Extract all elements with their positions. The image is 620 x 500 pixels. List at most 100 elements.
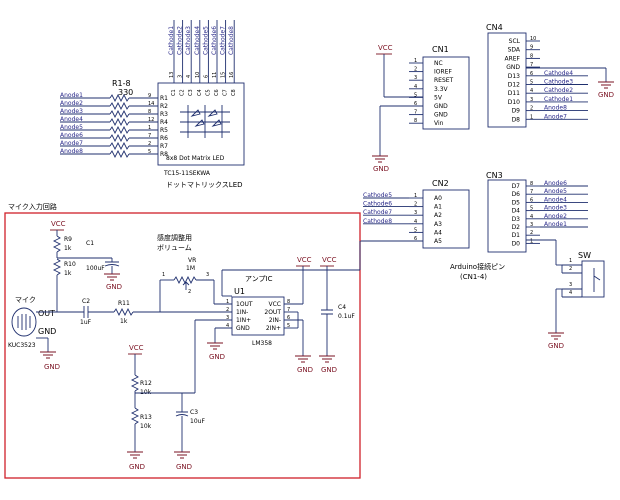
matrix-pin-number: 4: [186, 75, 192, 78]
anode-net-label: Anode1: [60, 92, 83, 99]
cn1-pin-label: Vin: [434, 120, 444, 127]
cn4-net-label: Cathode2: [544, 87, 573, 94]
r10-resistor: [52, 258, 62, 276]
svg-text:GND: GND: [176, 463, 192, 471]
cn2-pin-label: A4: [434, 229, 442, 236]
cathode-columns: Cathode113C1Cathode23C2Cathode34C3Cathod…: [168, 20, 237, 96]
resistor-symbol: [109, 149, 130, 159]
cn4-pin-label: D10: [508, 99, 520, 106]
u1-right-pin-label: VCC: [269, 301, 281, 308]
svg-text:10k: 10k: [140, 389, 152, 396]
svg-text:GND: GND: [209, 353, 225, 361]
cn1-pin-label: IOREF: [434, 69, 452, 76]
cn1-pin-number: 2: [414, 67, 417, 73]
svg-text:VCC: VCC: [322, 256, 337, 264]
resistor-array-label: R1-8: [112, 79, 131, 88]
cn1-pin-number: 6: [414, 101, 417, 107]
u1-name: U1: [234, 287, 245, 296]
mic-label: マイク: [15, 296, 36, 304]
cathode-net-label: Cathode2: [177, 26, 184, 55]
cn3-pin-label: D1: [512, 232, 521, 239]
resistor-symbol: [109, 133, 130, 143]
cn2-pin-label: A0: [434, 195, 442, 202]
cn2-net-label: Cathode5: [363, 192, 392, 199]
cn2-pin-number: 4: [414, 219, 417, 225]
svg-text:GND: GND: [106, 283, 122, 291]
u1-right-pin-label: 2IN-: [269, 317, 281, 324]
cn3-pin-label: D2: [512, 224, 521, 231]
matrix-row-label: R6: [160, 135, 168, 142]
cn3-pin-number: 5: [530, 206, 533, 212]
anode-net-label: Anode8: [60, 148, 83, 155]
resistor-symbol: [109, 93, 130, 103]
svg-text:1k: 1k: [120, 318, 128, 325]
svg-text:0.1uF: 0.1uF: [338, 313, 355, 320]
matrix-pin-number: 12: [148, 117, 154, 123]
cn4-pin-number: 10: [530, 36, 536, 42]
svg-text:1uF: 1uF: [80, 319, 92, 326]
microphone-icon: [11, 307, 37, 337]
r13-resistor: [130, 407, 140, 425]
cathode-net-label: Cathode8: [228, 26, 235, 55]
cn4-body: [487, 32, 527, 128]
matrix-row-label: R5: [160, 127, 168, 134]
cn2-pin-label: A3: [434, 221, 442, 228]
anode-net-label: Anode4: [60, 116, 83, 123]
cn4-pin-label: AREF: [504, 55, 520, 62]
cathode-net-label: Cathode1: [168, 26, 175, 55]
svg-text:VR: VR: [188, 257, 196, 264]
matrix-pin-number: 9: [148, 93, 151, 99]
svg-text:R13: R13: [140, 414, 152, 421]
anode-net-label: Anode2: [60, 100, 83, 107]
anode-net-label: Anode3: [60, 108, 83, 115]
matrix-pin-number: 8: [148, 109, 151, 115]
u1-pin-number: 5: [287, 323, 290, 329]
cn4-gnd-label: GND: [598, 91, 614, 99]
c1-capacitor: [104, 261, 120, 267]
amp-caption: アンプIC: [245, 275, 273, 283]
matrix-row-label: R4: [160, 119, 168, 126]
cn2-net-label: Cathode7: [363, 209, 392, 216]
u1-left-pin-label: 1OUT: [236, 301, 253, 308]
svg-text:GND: GND: [297, 366, 313, 374]
cn3-pin-number: 7: [530, 189, 533, 195]
cn4-pin-label: D8: [512, 116, 521, 123]
cn3-pin-number: 3: [530, 222, 533, 228]
matrix-pin-number: 13: [169, 72, 175, 78]
cn4-net-label: Anode8: [544, 105, 567, 112]
cn1-pin-label: 3.3V: [434, 86, 449, 93]
vr-caption: 感度調整用: [157, 233, 192, 242]
u1-pin-number: 6: [287, 315, 290, 321]
cathode-net-label: Cathode6: [211, 26, 218, 55]
sw-gnd-label: GND: [548, 342, 564, 350]
matrix-row-label: R3: [160, 111, 168, 118]
connector-cn1: VCC CN1 NC1IOREF2RESET33.3V45V5GND6GND7V…: [372, 44, 470, 173]
cn4-pin-number: 6: [530, 71, 533, 77]
cn2-net-label: Cathode8: [363, 218, 392, 225]
cn1-pin-label: NC: [434, 60, 443, 67]
matrix-row-label: R7: [160, 143, 168, 150]
resistor-symbol: [109, 125, 130, 135]
cn4-pin-number: 9: [530, 45, 533, 51]
cn2-net-label: Cathode6: [363, 201, 392, 208]
led-matrix-inner-label: 8x8 Dot Matrix LED: [166, 155, 225, 162]
cn4-pin-number: 1: [530, 114, 533, 120]
svg-text:3: 3: [569, 282, 572, 288]
cathode-net-label: Cathode4: [194, 26, 201, 55]
svg-text:2: 2: [569, 266, 572, 272]
cn4-pin-label: D12: [508, 82, 520, 89]
cn2-pin-number: 2: [414, 202, 417, 208]
cn4-pin-label: D13: [508, 73, 520, 80]
cn4-net-label: Cathode1: [544, 96, 573, 103]
cn4-pin-label: SCL: [509, 38, 521, 45]
svg-text:R10: R10: [64, 261, 76, 268]
cn4-pin-number: 8: [530, 53, 533, 59]
svg-text:1k: 1k: [64, 270, 72, 277]
cn3-pin-number: 8: [530, 181, 533, 187]
svg-text:R9: R9: [64, 236, 72, 243]
c3-capacitor: [175, 411, 189, 417]
